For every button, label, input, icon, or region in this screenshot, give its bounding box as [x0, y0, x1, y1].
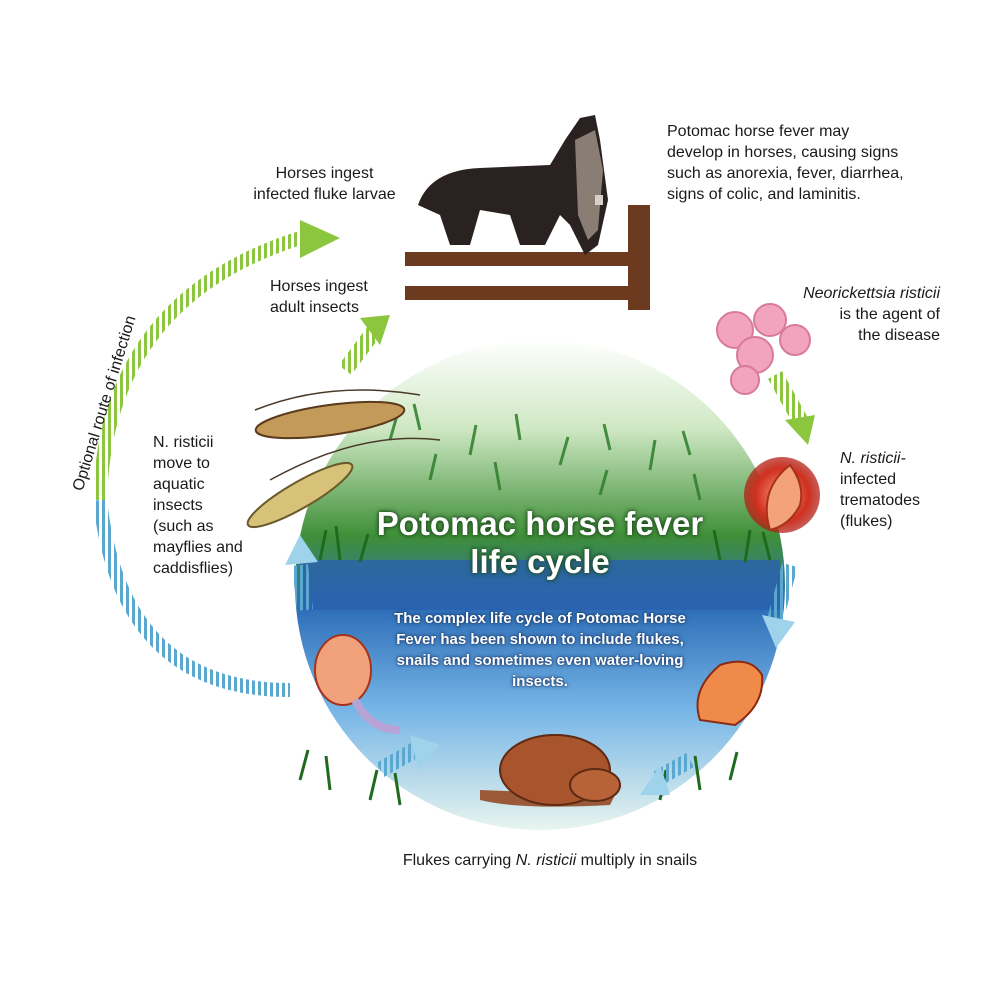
label-line: N. risticii	[153, 434, 214, 451]
redia-illustration	[696, 660, 764, 727]
habitat-scene	[295, 340, 785, 830]
agent-name: Neorickettsia risticii	[803, 285, 940, 302]
label-part: multiply in snails	[576, 852, 698, 869]
label-line: adult insects	[270, 299, 359, 316]
horse-illustration	[405, 115, 650, 310]
label-line: (such as	[153, 518, 214, 535]
insects-to-horse-arrow	[338, 315, 390, 375]
label-line: trematodes	[840, 492, 921, 509]
label-line: (flukes)	[840, 513, 893, 530]
label-line: Horses ingest	[275, 165, 374, 182]
label-line: is the agent of	[839, 306, 940, 323]
optional-route-arrow	[93, 220, 340, 697]
title-line-1: Potomac horse fever	[376, 505, 704, 542]
label-snails: Flukes carrying N. risticii multiply in …	[300, 850, 800, 871]
title-line-2: life cycle	[470, 543, 610, 580]
snail-illustration	[480, 734, 621, 807]
label-part: Flukes carrying	[402, 852, 516, 869]
label-line: such as anorexia, fever, diarrhea,	[667, 165, 904, 182]
label-trematodes: N. risticii- infected trematodes (flukes…	[840, 448, 960, 532]
label-ingest-insects: Horses ingest adult insects	[270, 276, 390, 318]
label-line: move to	[153, 455, 210, 472]
flukes-to-snail-arrows	[285, 535, 798, 795]
agent-to-trematodes-arrow	[768, 371, 815, 445]
label-part-italic: N. risticii	[515, 852, 577, 869]
label-line: infected fluke larvae	[253, 186, 396, 203]
neorickettsia-cells	[716, 303, 811, 395]
label-line: the disease	[858, 327, 940, 344]
label-line: caddisflies)	[153, 560, 234, 577]
label-aquatic-insects: N. risticii move to aquatic insects (suc…	[153, 432, 283, 579]
label-line: mayflies and	[153, 539, 243, 556]
insects-illustration	[246, 389, 441, 529]
label-ingest-larvae: Horses ingest infected fluke larvae	[232, 163, 417, 205]
label-line: signs of colic, and laminitis.	[667, 186, 861, 203]
infected-trematode	[744, 457, 820, 533]
diagram-description: The complex life cycle of Potomac Horse …	[394, 610, 686, 690]
label-disease-signs: Potomac horse fever may develop in horse…	[667, 121, 967, 205]
label-agent: Neorickettsia risticii is the agent of t…	[760, 283, 940, 346]
label-line: Horses ingest	[270, 278, 368, 295]
label-line: Potomac horse fever may	[667, 123, 850, 140]
label-line: insects	[153, 497, 203, 514]
label-line: develop in horses, causing signs	[667, 144, 899, 161]
label-line: infected	[840, 471, 897, 488]
cercaria-illustration	[314, 634, 401, 734]
label-line: aquatic	[153, 476, 205, 493]
trematode-name: N. risticii-	[840, 450, 906, 467]
diagram-title: Potomac horse fever life cycle	[330, 505, 750, 581]
